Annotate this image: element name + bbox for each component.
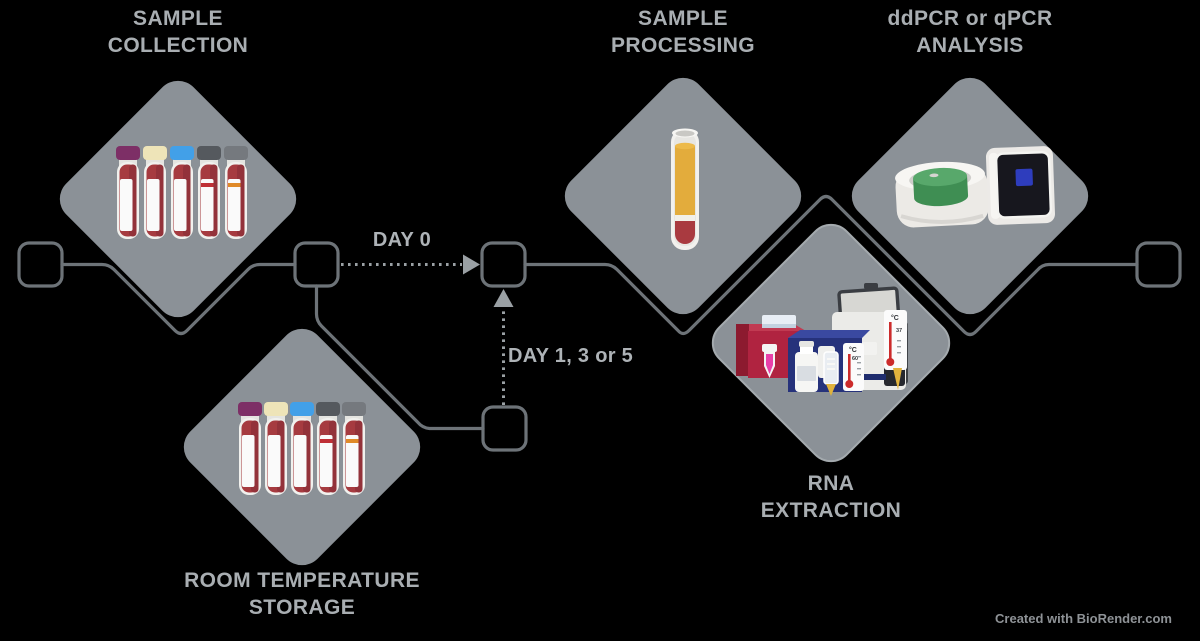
tube-stripe (320, 439, 333, 443)
port-node-start (17, 241, 64, 288)
tube-cap (143, 146, 167, 160)
centrifuge (895, 161, 989, 228)
thermometer-card-37: °C 37 (884, 310, 907, 390)
pipette-tip (893, 368, 902, 390)
tube-cap (170, 146, 194, 160)
tube-cap (238, 402, 262, 416)
thermometer-celsius: °C (849, 346, 857, 354)
connector-wires (60, 194, 1139, 431)
thermometer-card-60: °C 60 (843, 343, 864, 391)
tube-stripe (228, 183, 241, 187)
tube-cap (224, 146, 248, 160)
tube-cap (290, 402, 314, 416)
edge-label-day135: DAY 1, 3 or 5 (508, 345, 634, 367)
stage-title-pcr-analysis: ddPCR or qPCR ANALYSIS (887, 7, 1053, 57)
tube-stripe (201, 183, 214, 187)
day135-arrowhead (493, 289, 514, 307)
port-node-storage (481, 405, 528, 452)
pink-microtube (762, 344, 777, 378)
stage-title-sample-processing: SAMPLE PROCESSING (610, 7, 756, 57)
tube-cap (116, 146, 140, 160)
thermometer-temp-37: 37 (896, 328, 902, 334)
edge-label-day0: DAY 0 (372, 229, 432, 251)
stage-title-sample-collection: SAMPLE COLLECTION (107, 7, 249, 57)
wire-node3-to-node5 (523, 194, 1139, 337)
thermometer-temp-60: 60 (852, 356, 858, 362)
port-nodes (17, 241, 1182, 452)
day0-arrowhead (463, 254, 480, 275)
port-node-3 (480, 241, 527, 288)
blood-tubes-collection-icon (116, 146, 248, 239)
port-node-2 (293, 241, 340, 288)
spin-column (823, 351, 839, 396)
blood-tubes-storage-icon (238, 402, 366, 495)
tube-cap (342, 402, 366, 416)
port-node-end (1135, 241, 1182, 288)
stage-title-rna-extraction: RNA EXTRACTION (760, 472, 902, 522)
tube-cap (197, 146, 221, 160)
wire-node2-to-node4 (314, 284, 485, 431)
centrifuged-tube-icon (671, 128, 699, 250)
tube-cap (316, 402, 340, 416)
biorender-credit: Created with BioRender.com (995, 611, 1172, 626)
pcr-instruments-icon (895, 146, 1055, 228)
tube-stripe (346, 439, 359, 443)
thermometer-celsius-2: °C (891, 314, 899, 322)
dotted-arrows (341, 254, 514, 405)
wire-left-to-node2 (60, 262, 297, 336)
qpcr-machine (985, 146, 1055, 225)
rna-extraction-kit-icon: °C 60 (736, 283, 908, 396)
stage-title-room-temperature-storage: ROOM TEMPERATURE STORAGE (184, 569, 420, 619)
tube-cap (264, 402, 288, 416)
